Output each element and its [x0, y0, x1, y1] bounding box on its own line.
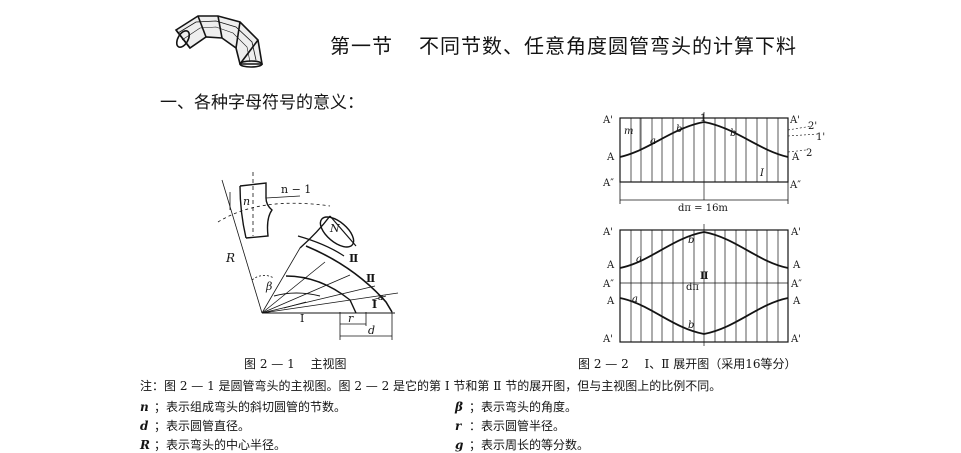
- label-A-dbl-top-left: A″: [602, 178, 614, 189]
- label-A-dbl-mid-left: A″: [602, 279, 614, 290]
- label-1-prime: 1': [816, 132, 825, 143]
- label-roman2-outer: Ⅱ: [366, 272, 375, 285]
- label-A-dbl-top-right: A″: [789, 180, 801, 191]
- label-A-top-left: A: [606, 152, 615, 163]
- label-II: Ⅱ: [700, 271, 708, 282]
- label-A-low-right: A: [792, 296, 801, 307]
- label-b-top: b: [676, 124, 682, 135]
- label-A-mid-right: A: [792, 260, 801, 271]
- label-A-prime-top-right: A': [789, 115, 800, 126]
- label-N: N: [329, 222, 340, 235]
- label-a-low: a: [632, 294, 638, 305]
- label-n-minus-1: n − 1: [281, 183, 311, 196]
- label-a-mid: a: [636, 254, 642, 265]
- label-b-mid: b: [688, 235, 694, 246]
- legend-symbol: d: [140, 419, 149, 433]
- label-a-top: a: [650, 136, 656, 147]
- legend-symbol: R: [140, 438, 150, 452]
- figure-2-1-caption: 图 2 — 1 主视图: [244, 357, 347, 371]
- label-R: R: [225, 251, 235, 265]
- figure-2-1-main-view: [217, 172, 399, 340]
- label-A-dbl-mid-right: A″: [790, 279, 802, 290]
- legend-text: 表示圆管半径。: [481, 419, 566, 433]
- figure-2-2-development-I: [619, 112, 819, 204]
- legend-text: 表示组成弯头的斜切圆管的节数。: [166, 400, 347, 414]
- figure-2-2-development-II: [619, 224, 789, 346]
- label-roman2: Ⅱ: [349, 252, 358, 265]
- label-A-mid-left: A: [606, 260, 615, 271]
- legend-item-R: R；表示弯头的中心半径。: [140, 438, 287, 452]
- label-1-2: 2: [806, 148, 812, 159]
- label-beta: β: [265, 280, 272, 293]
- label-dpi-bottom: dπ: [686, 282, 699, 293]
- legend-symbol: r: [455, 419, 462, 433]
- label-A-prime-mid-right: A': [790, 227, 801, 238]
- label-r: r: [348, 312, 354, 325]
- figure-2-2-caption: 图 2 — 2 Ⅰ、Ⅱ 展开图（采用16等分）: [578, 357, 797, 371]
- label-A-prime-low-left: A': [602, 334, 613, 345]
- subheading: 一、各种字母符号的意义：: [160, 93, 364, 113]
- label-A-prime-top-left: A': [602, 115, 613, 126]
- legend-text: 表示周长的等分数。: [481, 438, 590, 452]
- label-A-top-right: A: [791, 152, 800, 163]
- cut-curve-II-upper: [619, 231, 789, 269]
- legend-item-beta: β；表示弯头的角度。: [455, 400, 578, 414]
- figure-2-1-labels: n − 1 n N Ⅱ Ⅱ Ⅰ R β I r d a: [225, 183, 383, 337]
- section-title-text: 不同节数、任意角度圆管弯头的计算下料: [419, 34, 797, 58]
- legend-item-g: g；表示周长的等分数。: [455, 438, 590, 452]
- pipe-segment-n: [239, 182, 273, 239]
- label-1-top: 1: [700, 113, 706, 124]
- label-n: n: [243, 195, 250, 208]
- legend-symbol: g: [455, 438, 464, 452]
- cut-curve-II-lower: [619, 297, 789, 335]
- cut-curve-I: [619, 121, 789, 158]
- elbow-pipe-logo-icon: [174, 15, 263, 68]
- label-I-top: I: [759, 168, 765, 179]
- legend-symbol: n: [140, 400, 149, 414]
- figure-2-2-bottom-labels: A' A A″ A A' A' A A″ A A' Ⅱ dπ b a a b: [602, 227, 802, 345]
- label-I-small: I: [300, 312, 304, 325]
- legend-text: 表示弯头的中心半径。: [166, 438, 287, 452]
- label-m: m: [624, 126, 633, 137]
- legend-item-n: n；表示组成弯头的斜切圆管的节数。: [140, 400, 347, 414]
- label-a: a: [378, 293, 383, 303]
- section-title: 第一节 不同节数、任意角度圆管弯头的计算下料: [330, 30, 797, 59]
- legend-item-d: d；表示圆管直径。: [140, 419, 251, 433]
- label-2-prime: 2': [808, 121, 817, 132]
- label-A-prime-mid-left: A': [602, 227, 613, 238]
- label-roman1-outer: Ⅰ: [372, 298, 377, 311]
- label-d: d: [368, 324, 375, 337]
- legend-item-r: r：表示圆管半径。: [455, 419, 566, 433]
- legend-text: 表示圆管直径。: [166, 419, 251, 433]
- label-b-top-right: b: [730, 128, 736, 139]
- note-paragraph: 注：图 2 — 1 是圆管弯头的主视图。图 2 — 2 是它的第 Ⅰ 节和第 Ⅱ…: [140, 379, 722, 393]
- label-A-low-left: A: [606, 296, 615, 307]
- legend-text: 表示弯头的角度。: [481, 400, 578, 414]
- label-A-prime-low-right: A': [790, 334, 801, 345]
- figure-2-2-top-labels: A' A A″ A' A A″ m b b a 1 I 2' 1' 2 dπ =…: [602, 113, 825, 214]
- label-dpi-16m: dπ = 16m: [678, 203, 728, 214]
- section-label: 第一节: [330, 34, 393, 58]
- label-b-low: b: [688, 320, 694, 331]
- legend-symbol: β: [455, 400, 463, 414]
